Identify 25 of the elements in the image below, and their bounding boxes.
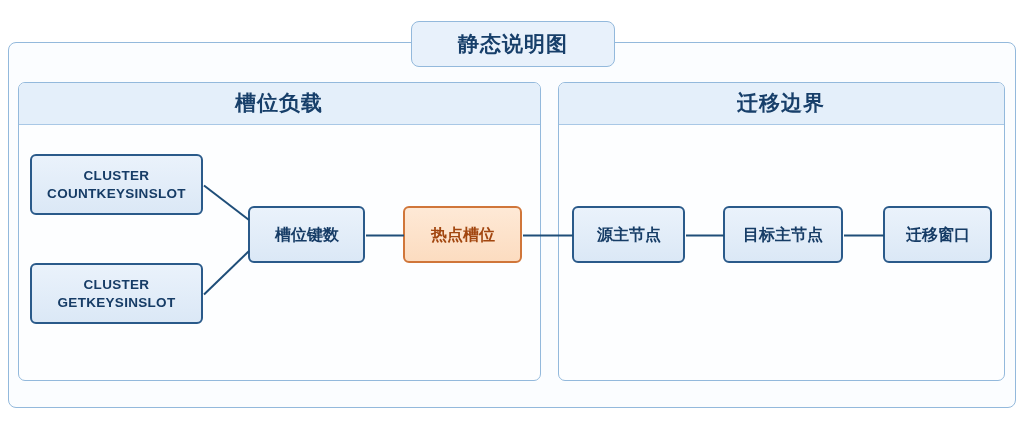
panel-header: 迁移边界 <box>558 82 1004 125</box>
connector-line <box>843 234 885 237</box>
frame-title: 静态说明图 <box>411 21 615 67</box>
node-label: 目标主节点 <box>742 224 824 245</box>
node-label: 源主节点 <box>595 224 662 245</box>
connector-line <box>203 184 250 221</box>
process-box <box>883 206 992 263</box>
node-label: CLUSTER GETKEYSINSLOT <box>56 275 177 312</box>
node-label: 迁移窗口 <box>904 224 971 245</box>
process-box <box>572 206 685 263</box>
panel <box>17 81 541 381</box>
connector-line <box>685 234 725 237</box>
process-box <box>723 206 843 263</box>
command-box <box>30 154 203 215</box>
node-label: 槽位键数 <box>273 224 340 245</box>
panel <box>557 81 1005 381</box>
connector-line <box>365 234 405 237</box>
connector-line <box>203 250 250 296</box>
node-label: CLUSTER COUNTKEYSINSLOT <box>46 166 187 203</box>
connector-line <box>522 234 574 237</box>
highlighted-box <box>403 206 522 263</box>
node-label: 热点槽位 <box>429 224 496 245</box>
command-box <box>30 263 203 324</box>
process-box <box>248 206 365 263</box>
panel-header: 槽位负载 <box>18 82 540 125</box>
